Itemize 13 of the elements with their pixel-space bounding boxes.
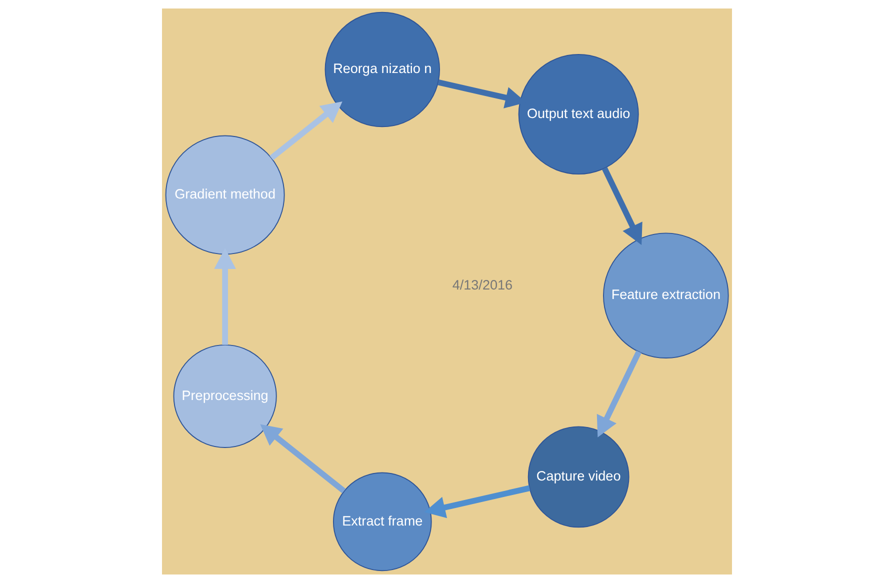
arrow (601, 166, 642, 246)
node-circle: Reorga nizatio n (324, 12, 440, 128)
arrow (424, 485, 530, 518)
node-circle: Feature extraction (602, 232, 728, 359)
node-circle: Extract frame (332, 472, 432, 572)
arrow (260, 424, 346, 494)
arrow (596, 350, 641, 438)
node-circle: Preprocessing (172, 344, 276, 448)
arrow (269, 101, 342, 160)
node-circle: Gradient method (164, 135, 284, 255)
label: 4/13/2016 (452, 278, 512, 293)
node-circle: Capture video (527, 426, 629, 528)
node-circle: Output text audio (518, 54, 638, 175)
